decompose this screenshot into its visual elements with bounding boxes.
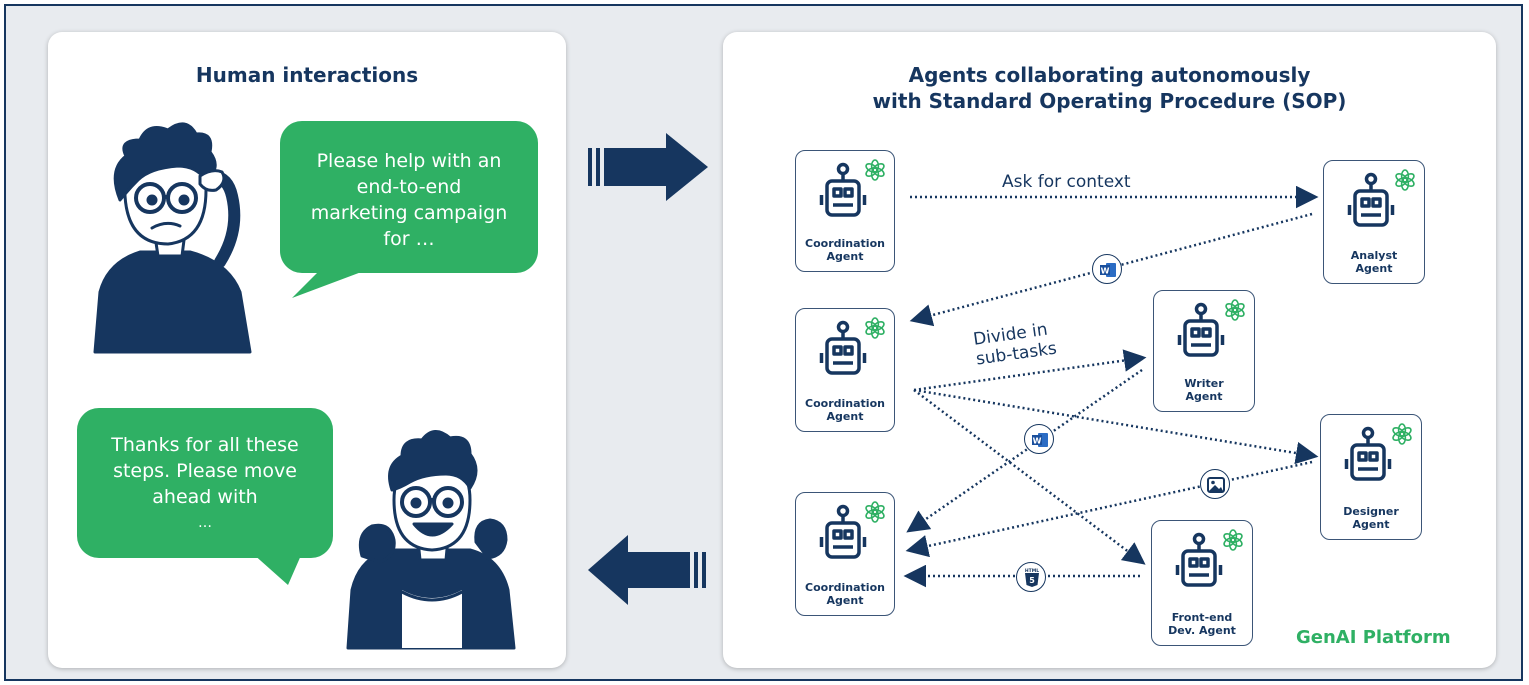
genai-platform-label: GenAI Platform (1296, 627, 1451, 648)
agents-panel-title: Agents collaborating autonomously with S… (723, 62, 1496, 114)
html5-icon: HTML 5 (1016, 562, 1046, 592)
word-document-icon: W (1024, 424, 1054, 454)
robot-icon (819, 504, 867, 559)
image-icon (1200, 469, 1230, 499)
coordination-agent-label-2: Coordination Agent (805, 397, 885, 423)
thanks-line-4: … (198, 515, 212, 531)
svg-text:5: 5 (1029, 576, 1035, 585)
thanks-bubble-text: Thanks for all these steps. Please move … (77, 432, 333, 536)
connector-designer-to-coord3 (905, 460, 1313, 558)
openai-logo-icon (865, 159, 885, 181)
robot-icon (1347, 172, 1395, 227)
frontend-agent-card: Front-end Dev. Agent (1151, 520, 1253, 646)
robot-icon (819, 162, 867, 217)
coordination-agent-card-1: Coordination Agent (795, 150, 895, 272)
writer-agent-label: Writer Agent (1184, 377, 1224, 403)
designer-agent-label: Designer Agent (1343, 505, 1399, 531)
openai-logo-icon (1223, 529, 1243, 551)
agents-title-line-2: with Standard Operating Procedure (SOP) (872, 89, 1347, 113)
writer-agent-card: Writer Agent (1153, 290, 1255, 412)
analyst-agent-label: Analyst Agent (1350, 249, 1398, 275)
frontend-agent-label: Front-end Dev. Agent (1168, 611, 1236, 637)
svg-text:HTML: HTML (1025, 568, 1039, 574)
connector-coord-to-writer (913, 349, 1147, 392)
agents-title-line-1: Agents collaborating autonomously (908, 63, 1311, 87)
ask-for-context-label: Ask for context (1002, 172, 1131, 192)
thanks-line-1: Thanks for all these (111, 434, 299, 456)
thanks-line-3: ahead with (152, 486, 258, 508)
thanks-line-2: steps. Please move (113, 460, 297, 482)
request-bubble-text: Please help with an end-to-end marketing… (280, 148, 538, 252)
coordination-agent-label-3: Coordination Agent (805, 581, 885, 607)
word-document-icon: W (1092, 254, 1122, 284)
svg-text:W: W (1033, 437, 1042, 446)
human-interactions-title: Human interactions (195, 63, 419, 87)
request-line-4: for … (383, 228, 435, 250)
robot-icon (1344, 426, 1392, 481)
analyst-agent-card: Analyst Agent (1323, 160, 1425, 284)
coordination-agent-card-3: Coordination Agent (795, 492, 895, 616)
robot-icon (819, 320, 867, 375)
coordination-agent-label-1: Coordination Agent (805, 237, 885, 263)
designer-agent-card: Designer Agent (1320, 414, 1422, 540)
openai-logo-icon (1395, 169, 1415, 191)
svg-text:W: W (1101, 267, 1110, 276)
connector-writer-to-coord3 (906, 368, 1143, 533)
coordination-agent-card-2: Coordination Agent (795, 308, 895, 432)
request-line-1: Please help with an (316, 150, 502, 172)
robot-icon (1175, 532, 1223, 587)
connector-coord-to-frontend (913, 389, 1146, 565)
robot-icon (1177, 302, 1225, 357)
openai-logo-icon (1392, 423, 1412, 445)
request-line-2: end-to-end (356, 176, 462, 198)
openai-logo-icon (865, 317, 885, 339)
openai-logo-icon (865, 501, 885, 523)
openai-logo-icon (1225, 299, 1245, 321)
request-line-3: marketing campaign (310, 202, 508, 224)
